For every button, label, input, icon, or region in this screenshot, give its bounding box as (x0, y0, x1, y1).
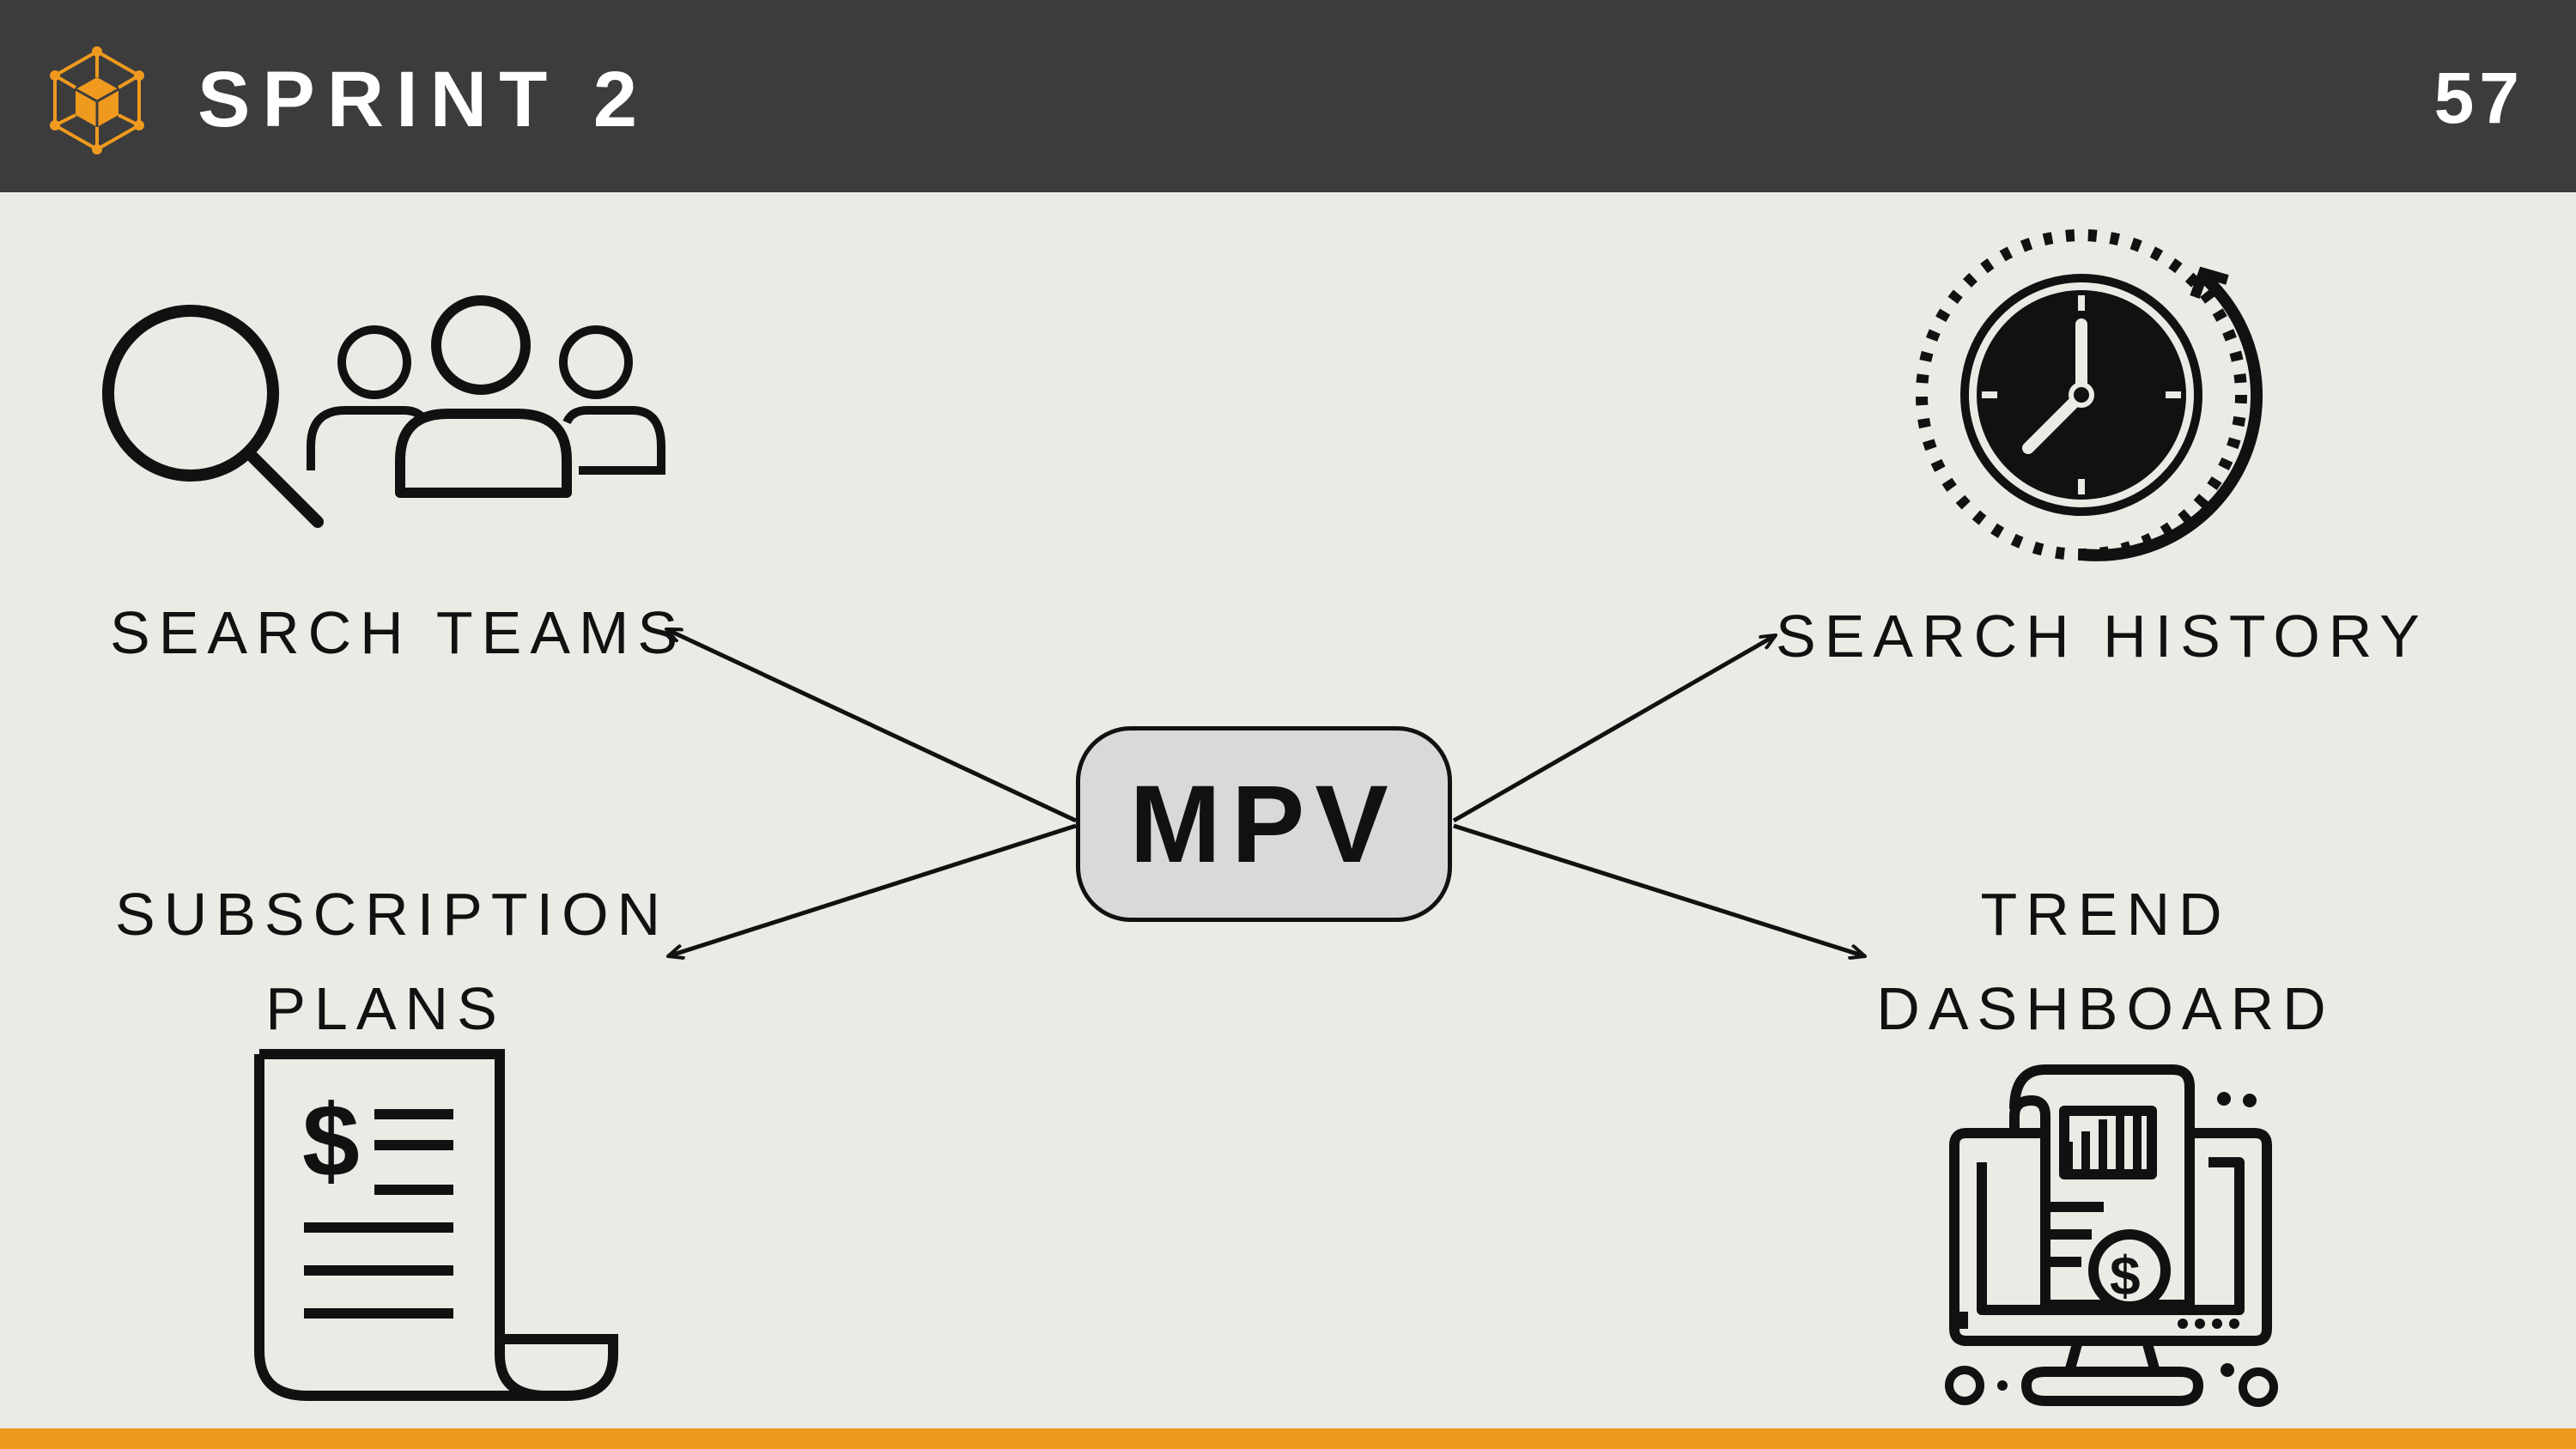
arrow-to-subscription-plans (668, 823, 1077, 956)
footer-accent-bar (0, 1428, 2576, 1449)
history-clock-icon (1916, 229, 2263, 561)
label-trend-line-2: DASHBOARD (1876, 975, 2335, 1042)
arrow-to-trend-dashboard (1453, 823, 1865, 956)
invoice-icon (254, 1049, 618, 1401)
label-search-teams: SEARCH TEAMS (110, 599, 687, 666)
dots-decor-icon (1945, 1366, 2278, 1407)
header-bar: SPRINT 2 57 (0, 0, 2576, 192)
label-subscription-line-1: SUBSCRIPTION (115, 881, 670, 948)
cube-logo-icon (50, 46, 144, 155)
arrow-to-search-history (1452, 635, 1776, 823)
dashboard-dollar-icon: $ (2110, 1245, 2141, 1307)
arrow-to-search-teams (666, 627, 1078, 823)
search-teams-icon (102, 295, 665, 528)
label-subscription-plans: SUBSCRIPTION PLANS (115, 867, 670, 1056)
label-subscription-line-2: PLANS (265, 975, 506, 1042)
dashboard-icon (1949, 1064, 2272, 1406)
dollar-sign-icon: $ (302, 1083, 360, 1198)
label-trend-line-1: TREND (1980, 881, 2231, 948)
bar-chart-icon (1997, 1092, 2257, 1391)
label-search-history: SEARCH HISTORY (1776, 603, 2428, 670)
page-number: 57 (2433, 58, 2524, 138)
slide-title: SPRINT 2 (197, 56, 650, 143)
center-node-mpv: MPV (1076, 726, 1452, 922)
label-trend-dashboard: TREND DASHBOARD (1865, 867, 2346, 1056)
